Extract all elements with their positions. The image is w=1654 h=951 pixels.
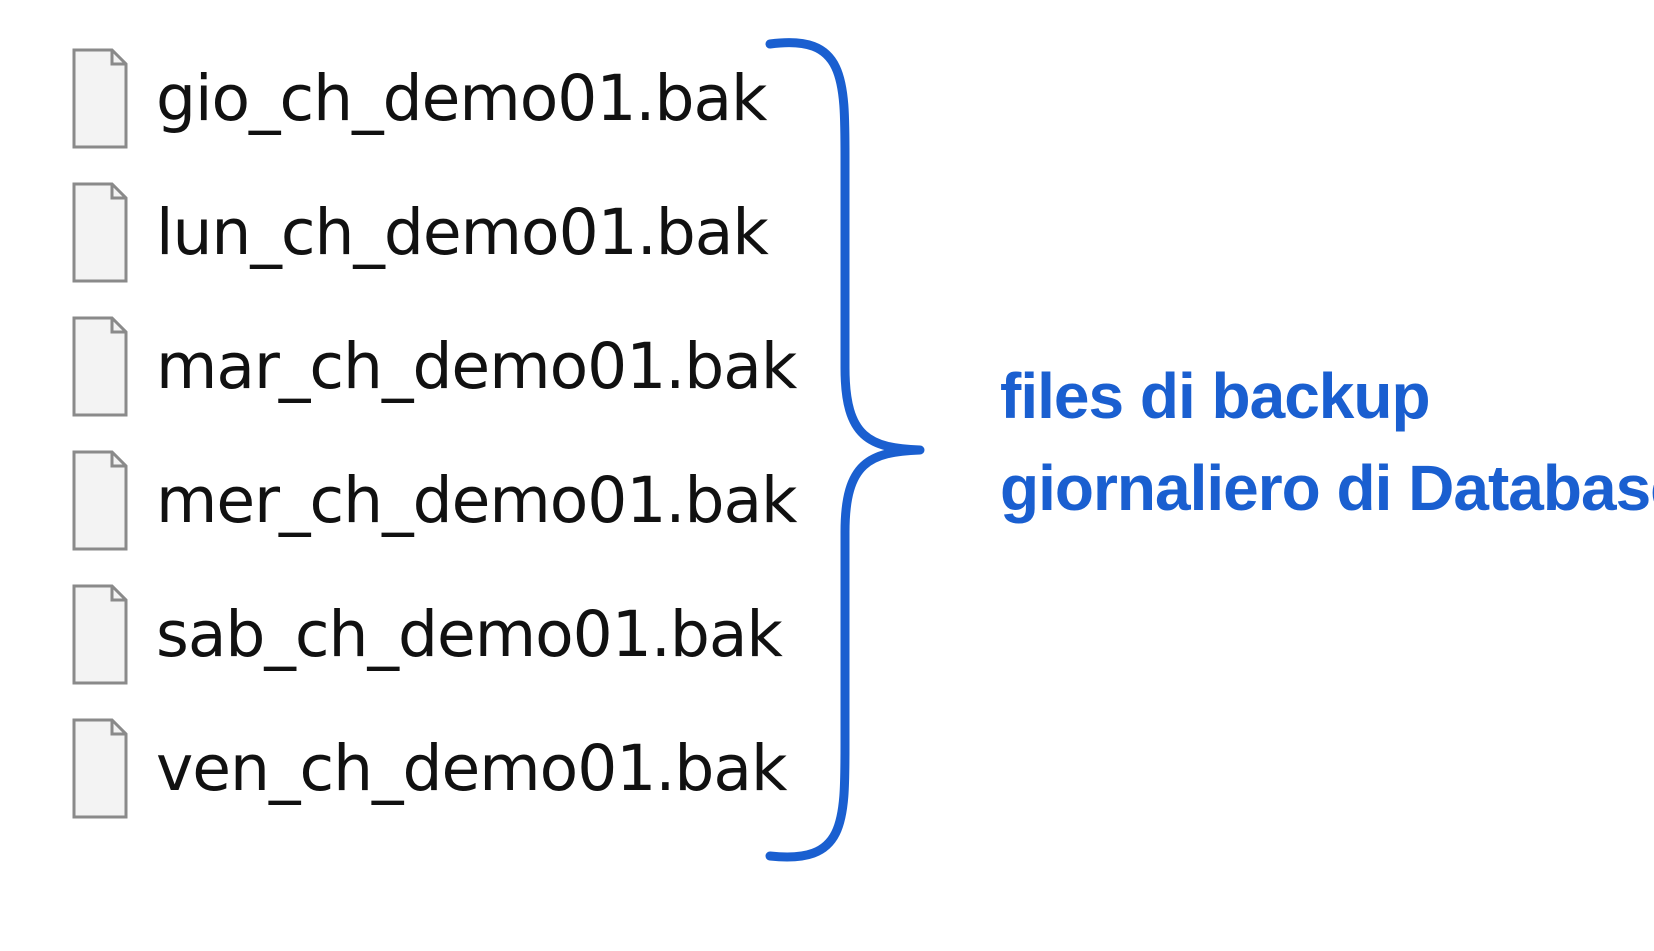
file-name: ven_ch_demo01.bak: [156, 732, 787, 805]
file-name: gio_ch_demo01.bak: [156, 62, 768, 135]
curly-brace: [765, 38, 925, 862]
file-icon: [72, 450, 128, 551]
file-icon: [72, 48, 128, 149]
file-item[interactable]: mar_ch_demo01.bak: [72, 316, 797, 417]
file-name: lun_ch_demo01.bak: [156, 196, 769, 269]
file-name: sab_ch_demo01.bak: [156, 598, 783, 671]
file-list: gio_ch_demo01.bak lun_ch_demo01.bak mar_…: [72, 48, 798, 819]
file-item[interactable]: mer_ch_demo01.bak: [72, 450, 798, 551]
file-icon: [72, 316, 128, 417]
file-item[interactable]: gio_ch_demo01.bak: [72, 48, 797, 149]
file-icon: [72, 718, 128, 819]
file-icon: [72, 182, 128, 283]
file-icon: [72, 584, 128, 685]
annotation-line-2: giornaliero di Database: [1000, 452, 1654, 524]
file-item[interactable]: sab_ch_demo01.bak: [72, 584, 797, 685]
file-item[interactable]: ven_ch_demo01.bak: [72, 718, 797, 819]
file-item[interactable]: lun_ch_demo01.bak: [72, 182, 797, 283]
file-name: mer_ch_demo01.bak: [156, 464, 798, 537]
annotation-label: files di backup giornaliero di Database: [1000, 350, 1654, 534]
annotation-line-1: files di backup: [1000, 360, 1431, 432]
file-name: mar_ch_demo01.bak: [156, 330, 797, 403]
